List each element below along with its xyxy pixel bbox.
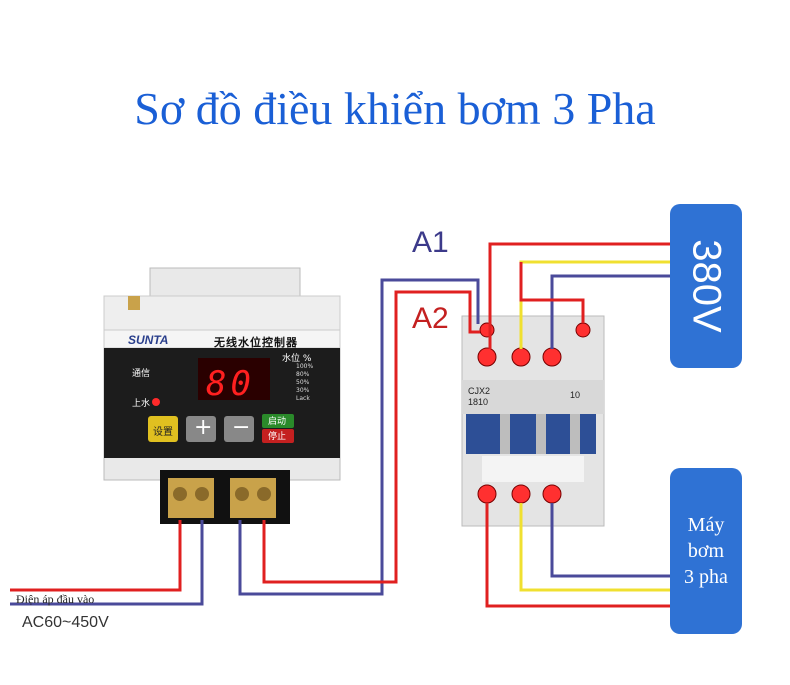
- label-a2: A2: [412, 302, 449, 335]
- supply-box: 380V: [670, 204, 742, 368]
- contactor-model: CJX2: [468, 386, 491, 396]
- minus-icon: −: [232, 415, 251, 440]
- plus-button[interactable]: [186, 416, 216, 442]
- terminal-t1: [477, 484, 497, 504]
- water-led: [152, 398, 160, 406]
- stop-button-label: 停止: [268, 431, 287, 441]
- contactor-sub: 1810: [468, 397, 489, 407]
- terminal-a2: [575, 322, 591, 338]
- terminal-l1: [477, 347, 497, 367]
- pump-box: Máy bơm 3 pha: [670, 468, 742, 634]
- led-display: [198, 358, 270, 400]
- coil-wires: [238, 278, 480, 596]
- level-50: 50%: [296, 379, 310, 386]
- set-button[interactable]: [148, 416, 178, 442]
- pump-line-3: 3 pha: [684, 566, 728, 588]
- minus-button[interactable]: [224, 416, 254, 442]
- terminal-t2: [511, 484, 531, 504]
- level-100: 100%: [296, 363, 314, 370]
- page-title: Sơ đồ điều khiển bơm 3 Pha: [134, 83, 656, 134]
- water-label: 上水: [132, 399, 151, 409]
- controller-device: [103, 267, 341, 524]
- start-button-label: 启动: [268, 416, 287, 426]
- supply-voltage: 380V: [684, 239, 729, 333]
- input-voltage: AC60~450V: [22, 614, 109, 631]
- label-a1: A1: [412, 226, 449, 259]
- plus-icon: +: [194, 415, 213, 440]
- terminal-a1: [479, 322, 495, 338]
- contactor-rating: 10: [570, 390, 581, 400]
- level-title: 水位 %: [282, 354, 312, 364]
- input-label: Điện áp đầu vào: [16, 592, 95, 606]
- set-button-label: 设置: [153, 427, 173, 438]
- start-button[interactable]: [262, 414, 294, 428]
- pump-line-1: Máy: [687, 514, 725, 536]
- input-wires: [10, 520, 204, 606]
- level-lack: Lack: [296, 395, 310, 402]
- contactor: [461, 315, 605, 527]
- terminal-l2: [511, 347, 531, 367]
- supply-wires: [488, 242, 670, 349]
- controller-model: 无线水位控制器: [214, 336, 298, 349]
- level-30: 30%: [296, 387, 310, 394]
- signal-label: 通信: [132, 369, 151, 379]
- terminal-l3: [542, 347, 562, 367]
- brand-logo: SUNTA: [128, 333, 169, 347]
- terminal-t3: [542, 484, 562, 504]
- antenna-connector: [128, 296, 140, 310]
- display-value: 80: [206, 364, 255, 404]
- stop-button[interactable]: [262, 429, 294, 443]
- output-wires: [485, 503, 670, 608]
- pump-line-2: bơm: [687, 540, 725, 562]
- level-80: 80%: [296, 371, 310, 378]
